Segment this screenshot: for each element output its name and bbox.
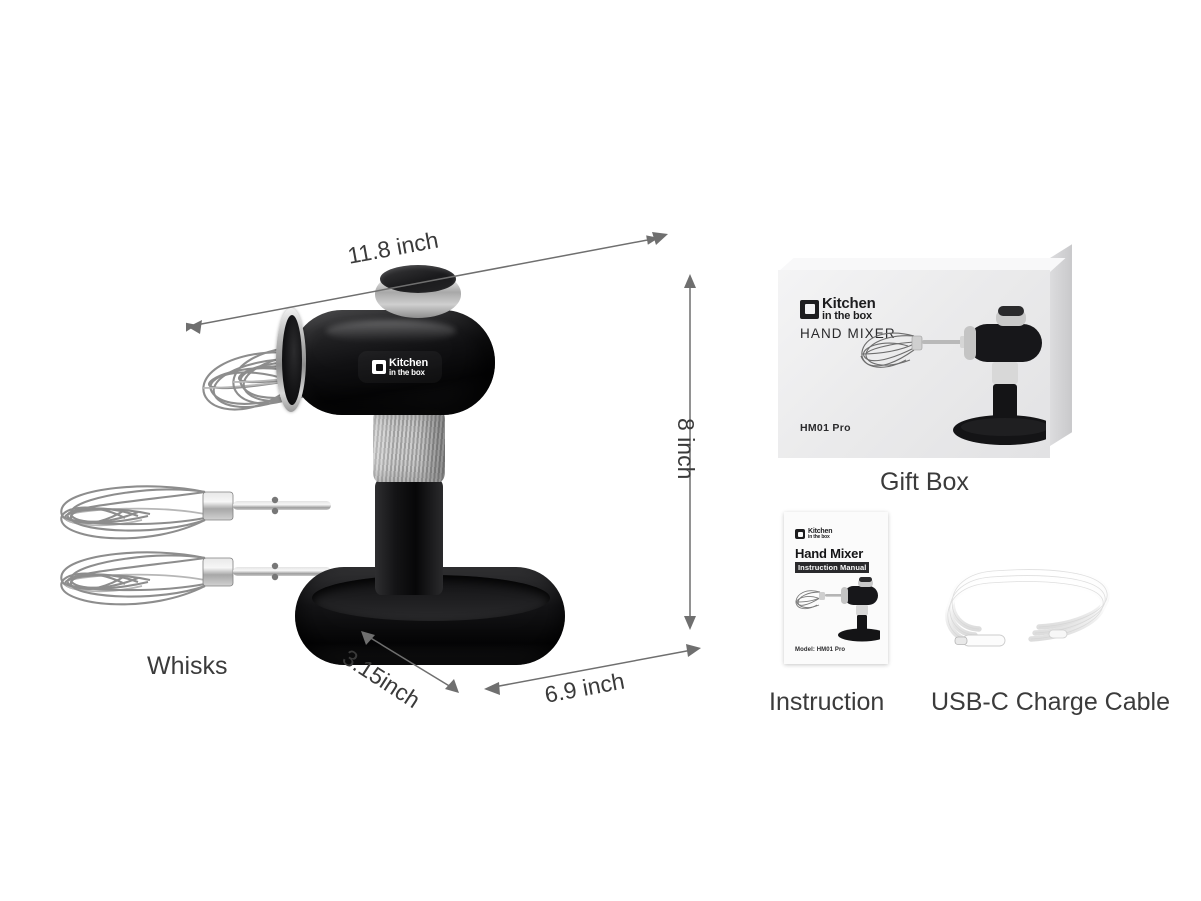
gift-box-brand-logo: Kitchen in the box: [800, 296, 876, 322]
length-arrow: [184, 232, 668, 334]
usb-c-cable-illustration: [935, 553, 1115, 658]
whisk-item: [60, 485, 331, 540]
manual-title: Hand Mixer: [795, 546, 864, 561]
dimension-height: [680, 272, 700, 632]
brand-logo: Kitchen in the box: [372, 356, 428, 377]
usb-c-connector-icon: [1048, 629, 1068, 639]
manual-product-art: [795, 577, 880, 642]
mixer-beater-socket: [282, 315, 302, 405]
height-arrow: [684, 274, 696, 630]
gift-box-illustration: Kitchen in the box HAND MIXER HM01 Pro: [778, 244, 1078, 458]
gift-box-product-name: HAND MIXER: [800, 326, 896, 341]
dimension-height-label: 8 inch: [673, 418, 699, 480]
gift-box-brand-line-1: Kitchen: [822, 295, 876, 312]
whisk-item: [60, 551, 331, 606]
cable-art: [945, 566, 1110, 647]
brand-line-1: Kitchen: [389, 356, 428, 369]
instruction-caption: Instruction: [769, 688, 885, 716]
whisks-illustration: [60, 485, 331, 606]
mixer-brand-plate: Kitchen in the box: [358, 351, 442, 383]
gift-box-brand-line-2: in the box: [822, 310, 872, 322]
whisks-caption: Whisks: [147, 652, 228, 680]
gift-box-model: HM01 Pro: [800, 422, 851, 434]
mixer-neck-lower: [375, 479, 443, 595]
gift-box-front-panel: Kitchen in the box HAND MIXER HM01 Pro: [778, 270, 1050, 458]
manual-model: Model: HM01 Pro: [795, 647, 846, 653]
gift-box-product-art: [860, 306, 1046, 445]
base-width-arrow: [484, 644, 701, 695]
manual-brand-line-1: Kitchen: [808, 528, 833, 535]
brand-wordmark: Kitchen in the box: [389, 356, 428, 377]
depth-arrow: [361, 631, 459, 693]
usb-c-connector-icon: [954, 634, 1006, 647]
manual-cover: Kitchen in the box Hand Mixer Instructio…: [784, 512, 888, 664]
brand-line-2: in the box: [389, 367, 425, 377]
manual-subtitle: Instruction Manual: [795, 562, 870, 573]
manual-brand-logo: Kitchen in the box: [795, 528, 832, 540]
cable-caption: USB-C Charge Cable: [931, 688, 1170, 716]
instruction-manual-illustration: Kitchen in the box Hand Mixer Instructio…: [784, 512, 888, 664]
square-logo-icon: [795, 529, 805, 539]
dimension-base-width: [480, 640, 705, 700]
square-logo-icon: [800, 299, 819, 319]
manual-brand-line-2: in the box: [808, 534, 830, 540]
gift-box-caption: Gift Box: [880, 468, 969, 496]
dimension-depth: [355, 625, 465, 700]
dimension-length: [184, 228, 671, 338]
mixer-grip: [373, 410, 445, 482]
gift-box-side-panel: [1050, 244, 1072, 446]
whisks-group: [30, 470, 340, 630]
square-logo-icon: [372, 360, 387, 374]
